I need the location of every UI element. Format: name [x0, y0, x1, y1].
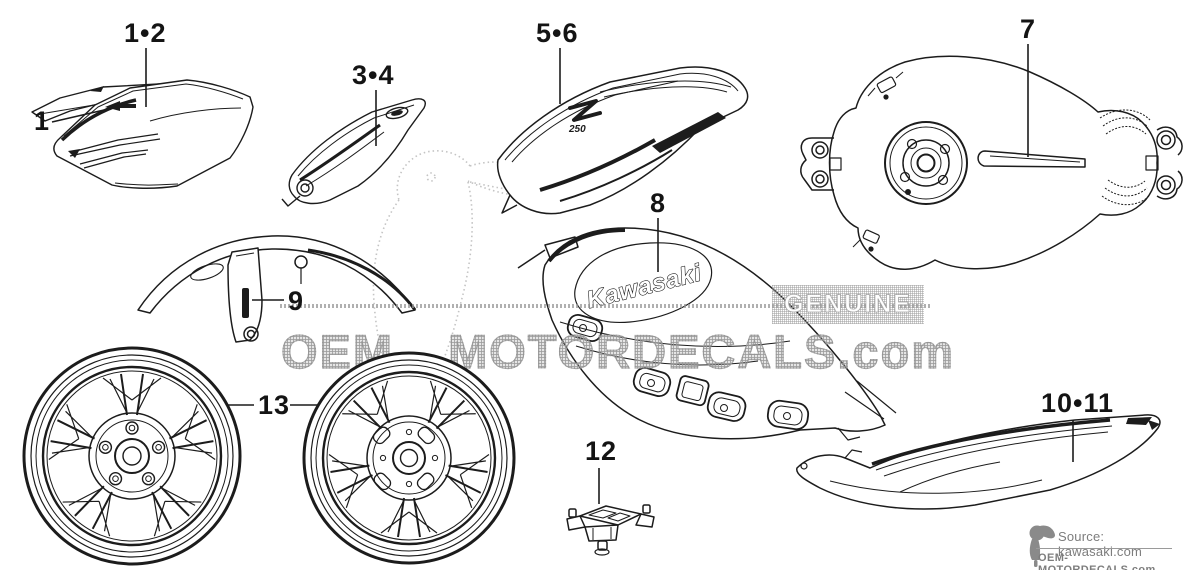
part-front-fender-9	[137, 235, 417, 343]
part-fuel-tank-7	[800, 55, 1183, 270]
source-credit-text: Source: kawasaki.com	[1058, 529, 1143, 559]
callout-9: 9	[288, 286, 305, 316]
watermark-brand: OEM MOTORDECALS .com	[280, 323, 956, 379]
callout-13: 13	[258, 390, 291, 420]
fender-stripe-decal	[242, 288, 249, 318]
part-bracket-12	[566, 504, 655, 556]
callout-10-11: 10•11	[1041, 388, 1115, 418]
genuine-watermark-stamp: GENUINE	[772, 285, 924, 324]
callout-8: 8	[650, 188, 667, 218]
z-logo-glyph	[568, 99, 602, 122]
part-rear-wheel-13	[302, 351, 516, 565]
callout-7: 7	[1020, 14, 1037, 44]
part-side-shroud-decal-3-4	[281, 98, 426, 207]
part-z-side-cover-decal-5-6: 250	[496, 66, 749, 215]
z-model-text: 250	[568, 124, 586, 135]
callout-5-6: 5•6	[536, 18, 579, 48]
website-credit-text: OEM-MOTORDECALS.com	[1038, 552, 1156, 570]
callout-1-2: 1•2	[124, 18, 167, 48]
watermark-brand-tld: .com	[837, 323, 956, 379]
toucan-logo-icon	[1029, 525, 1055, 567]
part-tail-side-cowl-10-11	[796, 414, 1161, 510]
callout-1: 1	[34, 106, 51, 136]
part-front-wheel-13	[22, 346, 242, 566]
watermark-brand-right: MOTORDECALS	[447, 323, 838, 379]
watermark-dotted-rule	[280, 304, 932, 308]
callout-12: 12	[585, 436, 618, 466]
credit-divider	[1036, 548, 1172, 549]
credit-block: Source: kawasaki.com OEM-MOTORDECALS.com	[1024, 520, 1174, 570]
callout-3-4: 3•4	[352, 60, 395, 90]
